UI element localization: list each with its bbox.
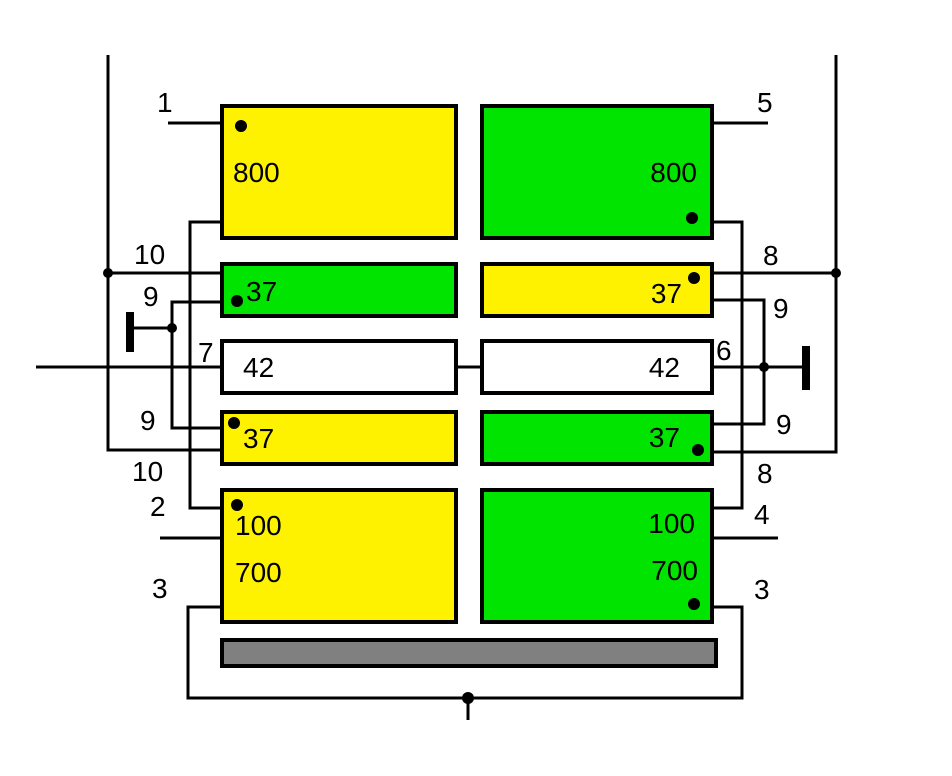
junction-dot xyxy=(831,268,841,278)
terminal-label-8-bottom: 8 xyxy=(757,458,773,489)
windings xyxy=(220,104,718,668)
terminal-label-3-left: 3 xyxy=(152,573,168,604)
core-bar xyxy=(220,638,718,668)
wire-left-series-link xyxy=(188,220,222,510)
terminal-label-2: 2 xyxy=(150,491,166,522)
winding-value: 42 xyxy=(649,352,680,383)
terminal-label-4: 4 xyxy=(754,499,770,530)
terminal-label-7: 7 xyxy=(198,337,214,368)
winding-value: 700 xyxy=(651,555,698,586)
winding-top-right xyxy=(480,104,714,240)
winding-value: 800 xyxy=(233,157,280,188)
winding-value: 37 xyxy=(246,276,277,307)
winding-upper-mid-left xyxy=(220,262,458,318)
terminal-label-1: 1 xyxy=(157,87,173,118)
terminal-label-3-right: 3 xyxy=(754,574,770,605)
wire-left-outer xyxy=(106,55,222,452)
winding-value: 100 xyxy=(648,508,695,539)
terminal-label-9-right-top: 9 xyxy=(773,293,789,324)
polarity-dot xyxy=(231,295,243,307)
winding-value: 37 xyxy=(651,278,682,309)
terminal-labels: 1 5 10 8 9 9 7 6 9 9 10 8 2 4 3 3 xyxy=(132,87,792,605)
winding-bottom-right xyxy=(480,488,714,624)
polarity-dot xyxy=(688,272,700,284)
polarity-dot xyxy=(228,417,240,429)
junction-dot xyxy=(462,692,474,704)
terminal-label-10-top: 10 xyxy=(134,239,165,270)
winding-center-right xyxy=(480,339,714,395)
terminal-label-9-right-bottom: 9 xyxy=(776,409,792,440)
polarity-dot xyxy=(235,120,247,132)
wire-right-series-link xyxy=(712,220,744,510)
polarity-dot xyxy=(686,212,698,224)
terminal-label-8-top: 8 xyxy=(763,240,779,271)
junction-dot xyxy=(103,268,113,278)
winding-lower-mid-right xyxy=(480,410,714,466)
junction-dot xyxy=(759,362,769,372)
wire-left-terminal-9 xyxy=(170,300,222,430)
winding-value: 42 xyxy=(243,352,274,383)
terminal-label-6: 6 xyxy=(716,335,732,366)
terminal-label-10-bottom: 10 xyxy=(132,456,163,487)
terminal-label-9-left-bottom: 9 xyxy=(140,405,156,436)
winding-value: 100 xyxy=(235,510,282,541)
winding-value: 700 xyxy=(235,557,282,588)
winding-center-left xyxy=(220,339,458,395)
winding-lower-mid-left xyxy=(220,410,458,466)
polarity-dot xyxy=(688,598,700,610)
winding-top-left xyxy=(220,104,458,240)
polarity-dots xyxy=(228,120,704,610)
winding-value: 37 xyxy=(243,423,274,454)
winding-upper-mid-right xyxy=(480,262,714,318)
winding-value: 800 xyxy=(650,157,697,188)
polarity-dot xyxy=(692,444,704,456)
winding-values: 800 800 37 37 42 42 37 37 100 700 100 70… xyxy=(233,157,698,588)
wire-right-outer xyxy=(712,55,838,454)
junction-dot xyxy=(167,323,177,333)
terminal-label-9-left-top: 9 xyxy=(143,281,159,312)
winding-value: 37 xyxy=(649,422,680,453)
polarity-dot xyxy=(231,499,243,511)
junctions xyxy=(103,268,841,704)
winding-bottom-left xyxy=(220,488,458,624)
terminal-label-5: 5 xyxy=(757,87,773,118)
